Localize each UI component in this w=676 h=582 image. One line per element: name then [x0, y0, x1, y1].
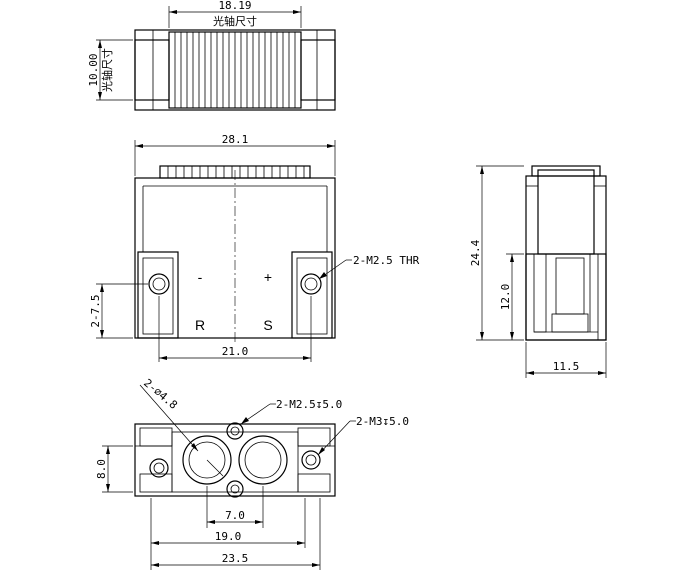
r-label: R: [195, 317, 205, 333]
top-width-note: 光轴尺寸: [213, 14, 257, 28]
front-hole-spacing-dim: 21.0: [222, 345, 249, 358]
left-bore: [182, 435, 232, 485]
front-ribs: [167, 166, 305, 178]
top-width-dim: 18.19: [218, 0, 251, 12]
hole-spacing-dim: 19.0: [215, 530, 242, 543]
left-terminal-hole: [148, 273, 170, 295]
s-label: S: [263, 317, 272, 333]
top-view: 18.19 光轴尺寸 10.00 光轴尺寸: [87, 0, 336, 111]
bore-callout: 2-∅4.8: [141, 376, 180, 412]
bottom-m25-hole: [226, 480, 244, 498]
bottom-height-dim: 8.0: [95, 459, 108, 479]
plus-label: +: [264, 269, 272, 285]
side-inner-height-dim: 12.0: [499, 284, 512, 311]
right-terminal-hole: [300, 273, 322, 295]
m3-callout: 2-M3↧5.0: [356, 415, 409, 428]
m25-callout: 2-M2.5↧5.0: [276, 398, 342, 411]
minus-label: -: [198, 269, 203, 285]
right-bore: [238, 435, 288, 485]
thread-callout: 2-M2.5 THR: [353, 254, 420, 267]
left-m3-hole: [149, 458, 169, 478]
bottom-width-dim: 23.5: [222, 552, 249, 565]
front-width-dim: 28.1: [222, 133, 249, 146]
top-height-note: 光轴尺寸: [100, 48, 114, 92]
side-view: 24.4 12.0 11.5: [469, 165, 607, 378]
side-height-dim: 24.4: [469, 239, 482, 266]
front-hole-height-dim: 2-7.5: [89, 294, 102, 327]
right-m3-hole: [301, 450, 321, 470]
bottom-view: 2-∅4.8 2-M2.5↧5.0 2-M3↧5.0 8.0 7.0 19.0: [95, 376, 409, 570]
side-depth-dim: 11.5: [553, 360, 580, 373]
front-view: - + R S 28.1 21.0 2-7.5 2-M2.5 THR: [89, 133, 420, 362]
bore-spacing-dim: 7.0: [225, 509, 245, 522]
top-m25-hole: [226, 422, 244, 440]
top-height-dim: 10.00: [87, 53, 100, 86]
cooling-fins: [174, 32, 296, 108]
